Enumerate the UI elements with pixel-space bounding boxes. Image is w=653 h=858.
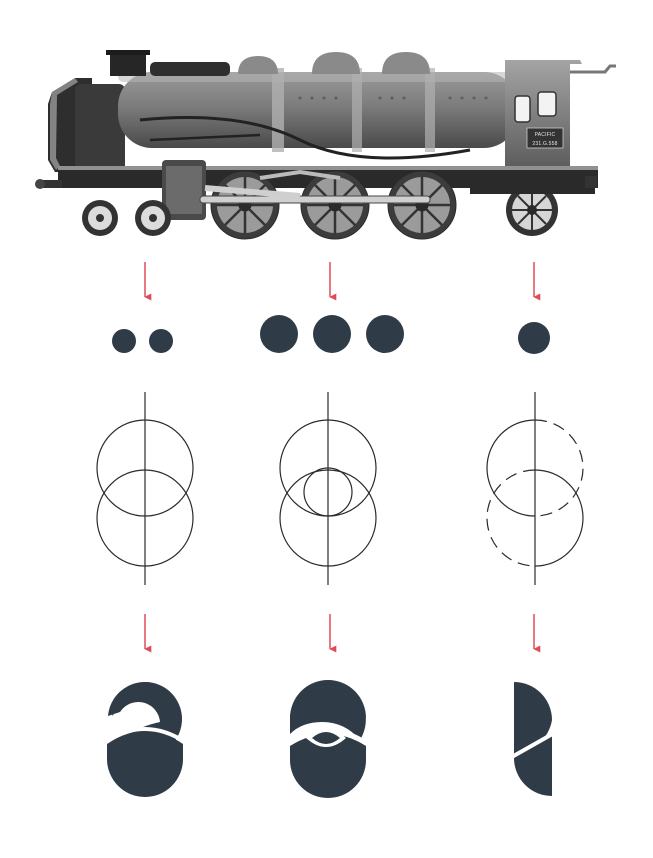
buffer-beam bbox=[38, 180, 62, 188]
wheel-dot bbox=[260, 315, 298, 353]
steam-locomotive-image: PACIFIC 231.G.558 bbox=[35, 50, 616, 240]
construction-1 bbox=[486, 392, 584, 585]
glyph-2-base bbox=[107, 731, 183, 797]
construction-arc-dashed bbox=[534, 419, 584, 517]
result-glyphs-row bbox=[103, 680, 557, 798]
air-pump-pipework bbox=[150, 62, 230, 76]
arrows-row-2 bbox=[144, 614, 541, 653]
construction-row bbox=[96, 392, 584, 585]
smokebox bbox=[75, 84, 125, 172]
wheel-dot bbox=[313, 315, 351, 353]
trailing-wheel bbox=[506, 184, 558, 236]
wheel-dots-trailing bbox=[518, 322, 550, 354]
plate-number: 231.G.558 bbox=[532, 141, 557, 147]
glyph-3-upper-bowl bbox=[290, 681, 366, 740]
construction-3 bbox=[279, 392, 377, 585]
glyph-2 bbox=[103, 681, 187, 797]
glyph-1 bbox=[509, 682, 557, 796]
boiler bbox=[118, 72, 518, 148]
steam-dome bbox=[238, 56, 278, 74]
wheel-dots-driving bbox=[260, 315, 404, 353]
glyph-1-upper bbox=[514, 682, 552, 753]
driving-wheels bbox=[210, 170, 457, 240]
plate-name: PACIFIC bbox=[535, 132, 556, 138]
chimney bbox=[110, 52, 146, 76]
construction-circle-lower bbox=[279, 469, 377, 567]
construction-2 bbox=[96, 392, 194, 585]
wheel-dot bbox=[366, 315, 404, 353]
construction-arc-dashed bbox=[486, 469, 536, 567]
glyph-3-lower-bowl bbox=[290, 734, 366, 798]
glyph-3 bbox=[286, 680, 370, 798]
connecting-rods bbox=[199, 169, 431, 204]
wheel-dot bbox=[518, 322, 550, 354]
construction-arc-solid bbox=[534, 469, 584, 567]
arrows-row-1 bbox=[144, 262, 541, 301]
construction-arc-solid bbox=[486, 419, 536, 517]
sand-dome bbox=[312, 52, 360, 74]
number-plate bbox=[526, 127, 564, 149]
wheel-dots-row bbox=[112, 315, 550, 354]
wheel-dot bbox=[112, 329, 136, 353]
wheel-dot bbox=[149, 329, 173, 353]
construction-circle-upper bbox=[96, 419, 194, 517]
construction-circle-lower bbox=[96, 469, 194, 567]
feed-water-dome bbox=[382, 52, 430, 74]
wheel-dots-leading bbox=[112, 329, 173, 353]
leading-bogie-wheels bbox=[82, 200, 171, 236]
construction-circle-inner bbox=[303, 467, 353, 517]
